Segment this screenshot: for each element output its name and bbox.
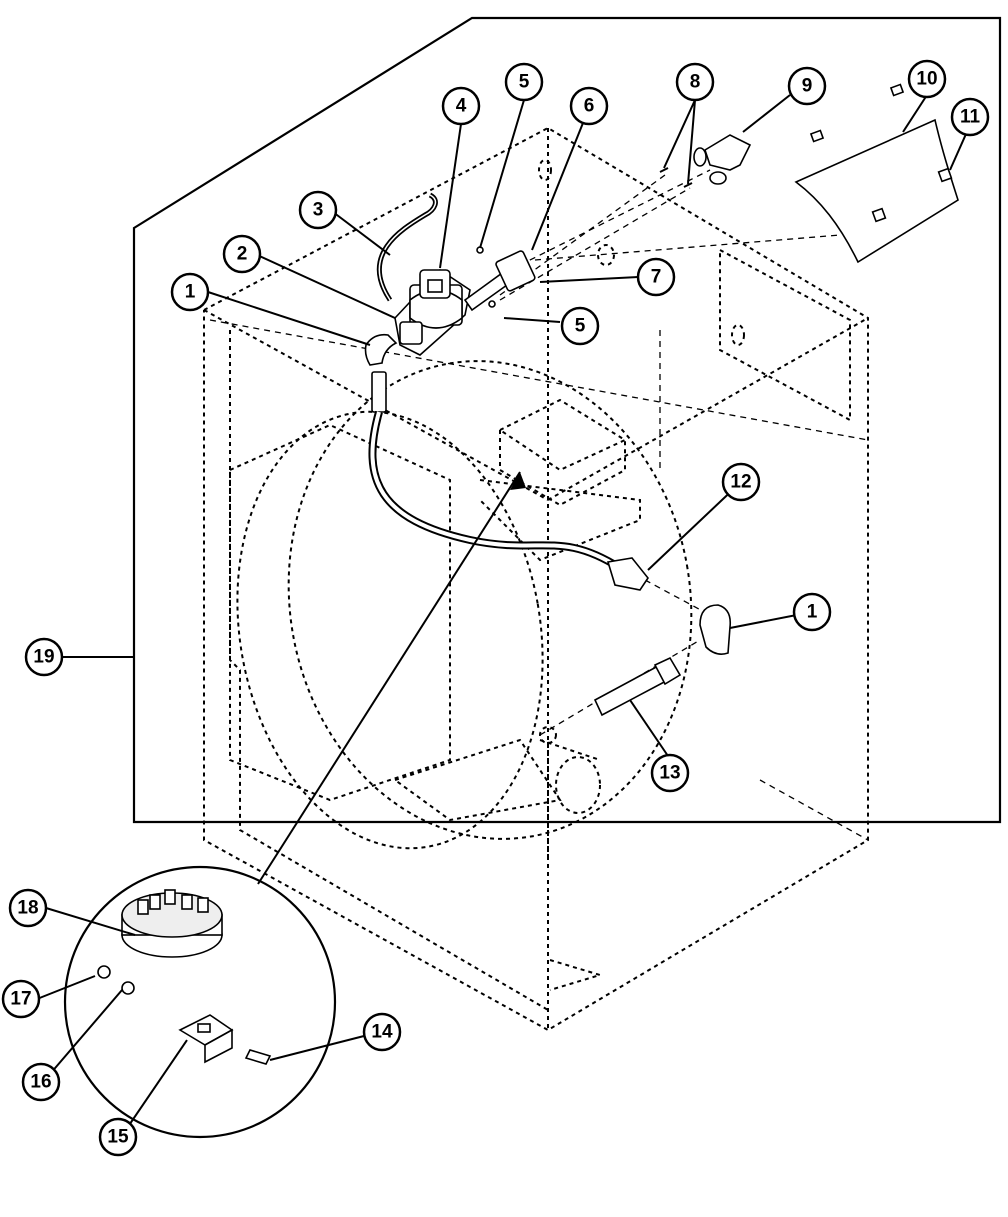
callout-label: 15 [107,1127,129,1148]
callout-label: 13 [659,763,680,784]
callout-9: 9 [789,68,825,104]
callout-1-top: 1 [172,274,208,310]
callout-label: 4 [456,96,467,117]
callout-18: 18 [10,890,46,926]
callout-1-lower: 1 [794,594,830,630]
callout-14: 14 [364,1014,400,1050]
callout-label: 3 [313,200,324,221]
callout-label: 9 [802,76,813,97]
callout-label: 5 [575,316,586,337]
callout-13: 13 [652,755,688,791]
callout-2: 2 [224,236,260,272]
callout-label: 7 [651,267,662,288]
callout-3: 3 [300,192,336,228]
callout-label: 16 [30,1072,51,1093]
callout-label: 14 [371,1022,393,1043]
callout-label: 6 [584,96,595,117]
callout-label: 10 [916,69,937,90]
callout-label: 18 [17,898,38,919]
callout-19: 19 [26,639,62,675]
callout-label: 11 [960,107,981,128]
callout-8: 8 [677,64,713,100]
callout-15: 15 [100,1119,136,1155]
callout-5-lower: 5 [562,308,598,344]
callout-label: 12 [730,472,751,493]
callout-label: 8 [690,72,701,93]
pressure-switch [122,890,222,957]
callout-label: 1 [807,602,818,623]
callout-label: 1 [185,282,196,303]
callout-5-top: 5 [506,64,542,100]
callout-17: 17 [3,981,39,1017]
callout-7: 7 [638,259,674,295]
callout-10: 10 [909,61,945,97]
callout-label: 19 [33,647,54,668]
callout-label: 17 [10,989,31,1010]
callout-label: 2 [237,244,248,265]
callout-12: 12 [723,464,759,500]
callout-label: 5 [519,72,530,93]
callout-16: 16 [23,1064,59,1100]
callout-4: 4 [443,88,479,124]
callout-11: 11 [952,99,988,135]
callout-6: 6 [571,88,607,124]
